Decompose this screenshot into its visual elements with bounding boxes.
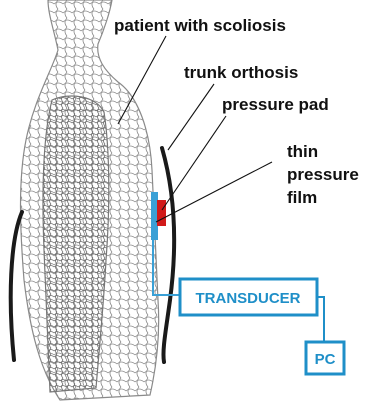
leader-orthosis xyxy=(168,84,214,150)
pc-box: PC xyxy=(306,342,344,374)
label-orthosis: trunk orthosis xyxy=(184,63,298,82)
pressure-pad xyxy=(157,200,166,226)
orthosis-front-shell xyxy=(162,148,174,362)
label-film-line3: film xyxy=(287,188,317,207)
leader-pad xyxy=(162,116,226,210)
arm-outline xyxy=(43,96,109,392)
transducer-box: TRANSDUCER xyxy=(180,279,317,315)
pc-label: PC xyxy=(315,351,336,368)
label-film-line1: thin xyxy=(287,142,318,161)
leader-patient xyxy=(118,36,166,124)
label-film-line2: pressure xyxy=(287,165,359,184)
patient-wireframe xyxy=(21,0,159,400)
transducer-label: TRANSDUCER xyxy=(196,290,301,307)
film-strip xyxy=(151,192,158,240)
orthosis-back-shell xyxy=(11,212,22,360)
label-patient: patient with scoliosis xyxy=(114,16,286,35)
leader-film xyxy=(156,162,272,222)
label-pad: pressure pad xyxy=(222,95,329,114)
